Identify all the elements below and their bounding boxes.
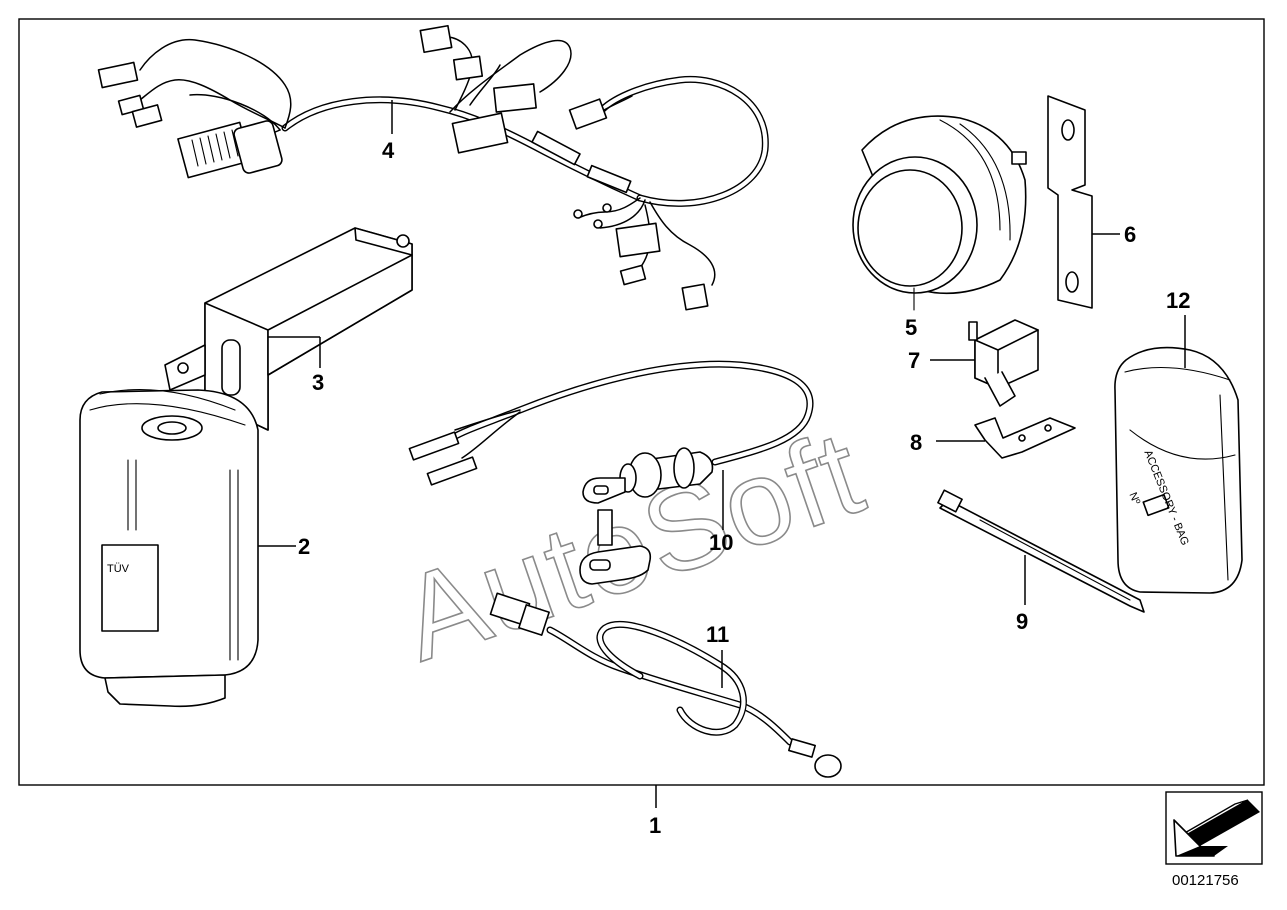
callout-12: 12: [1166, 288, 1190, 313]
assembly-frame: [18, 18, 1265, 786]
part-3-bracket[interactable]: [164, 227, 413, 431]
part-9-cable-tie[interactable]: [937, 489, 1145, 613]
part-2-control-unit[interactable]: TÜV: [79, 389, 259, 708]
navigation-arrow-icon[interactable]: [1165, 791, 1263, 865]
bag-text-line2: Nº: [1127, 491, 1143, 507]
callout-7: 7: [908, 348, 920, 373]
part-8-small-bracket[interactable]: [974, 417, 1076, 459]
tuv-label: TÜV: [107, 563, 130, 575]
callout-11: 11: [706, 622, 729, 647]
part-7-switch[interactable]: [968, 319, 1039, 407]
part-10-ignition-lock[interactable]: [408, 360, 814, 585]
callout-4: 4: [382, 138, 395, 163]
callout-10: 10: [709, 530, 733, 555]
part-6-strap[interactable]: [1047, 95, 1093, 309]
part-12-accessory-bag[interactable]: ACCESSORY - BAG Nº: [1114, 346, 1243, 594]
callout-2: 2: [298, 534, 310, 559]
part-11-led-wire[interactable]: [489, 592, 842, 778]
callout-6: 6: [1124, 222, 1136, 247]
watermark: AutoSoft: [385, 405, 879, 687]
part-4-wiring-harness[interactable]: [97, 24, 769, 311]
document-number: 00121756: [1172, 872, 1239, 889]
callout-8: 8: [910, 430, 922, 455]
callout-1: 1: [649, 813, 661, 838]
callout-5: 5: [905, 315, 917, 340]
callout-3: 3: [312, 370, 324, 395]
callout-9: 9: [1016, 609, 1028, 634]
part-5-horn[interactable]: [852, 115, 1027, 311]
